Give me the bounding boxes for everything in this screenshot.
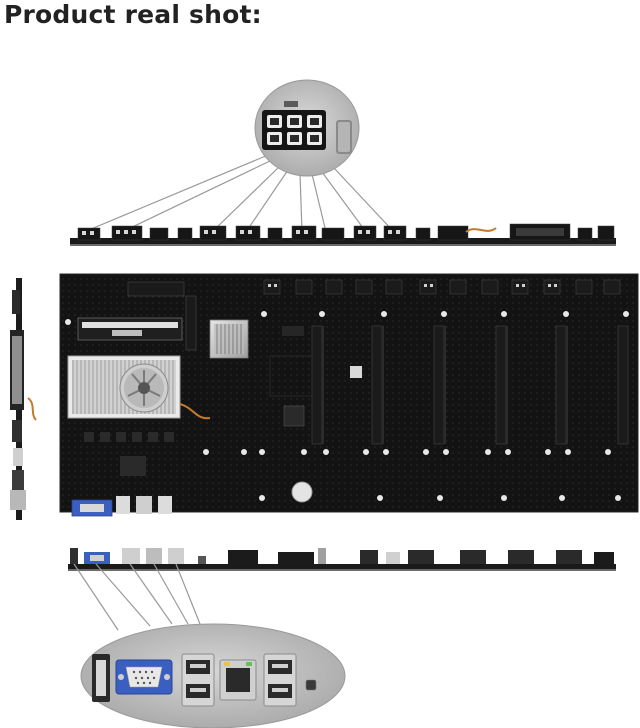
power-button-icon xyxy=(305,679,317,691)
board-rear-io xyxy=(71,496,172,517)
ethernet-port-icon xyxy=(219,659,257,701)
mounting-holes xyxy=(65,311,629,501)
chipset-heatsink xyxy=(209,319,249,359)
top-leader-lines xyxy=(83,154,395,233)
usb-port-icon xyxy=(181,653,215,707)
board-top-edge-view xyxy=(70,223,616,246)
hdmi-port-icon xyxy=(92,654,110,702)
bottom-leader-lines xyxy=(73,563,201,631)
memory-slot xyxy=(77,317,183,341)
bottom-callout xyxy=(73,563,346,728)
pcie-slots xyxy=(311,325,629,445)
board-bottom-edge-view xyxy=(68,548,616,571)
top-callout xyxy=(83,79,395,233)
page-title: Product real shot: xyxy=(4,0,262,29)
pcie-power-connectors xyxy=(263,279,621,295)
usb-port-icon xyxy=(263,653,297,707)
cmos-battery xyxy=(291,481,313,503)
power-connector-icon xyxy=(262,110,326,150)
vga-port-icon xyxy=(115,659,173,695)
motherboard-top-view xyxy=(59,273,639,517)
board-left-edge-view xyxy=(10,278,37,520)
cpu-cooler xyxy=(67,355,181,419)
